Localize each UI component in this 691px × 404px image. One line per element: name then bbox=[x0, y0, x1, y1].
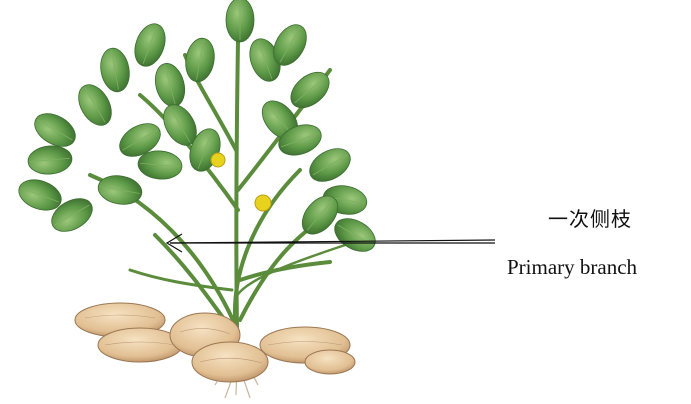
primary-branch-label-english: Primary branch bbox=[507, 255, 637, 280]
primary-branch-label-chinese: 一次侧枝 bbox=[548, 203, 632, 232]
leaves bbox=[15, 0, 382, 258]
